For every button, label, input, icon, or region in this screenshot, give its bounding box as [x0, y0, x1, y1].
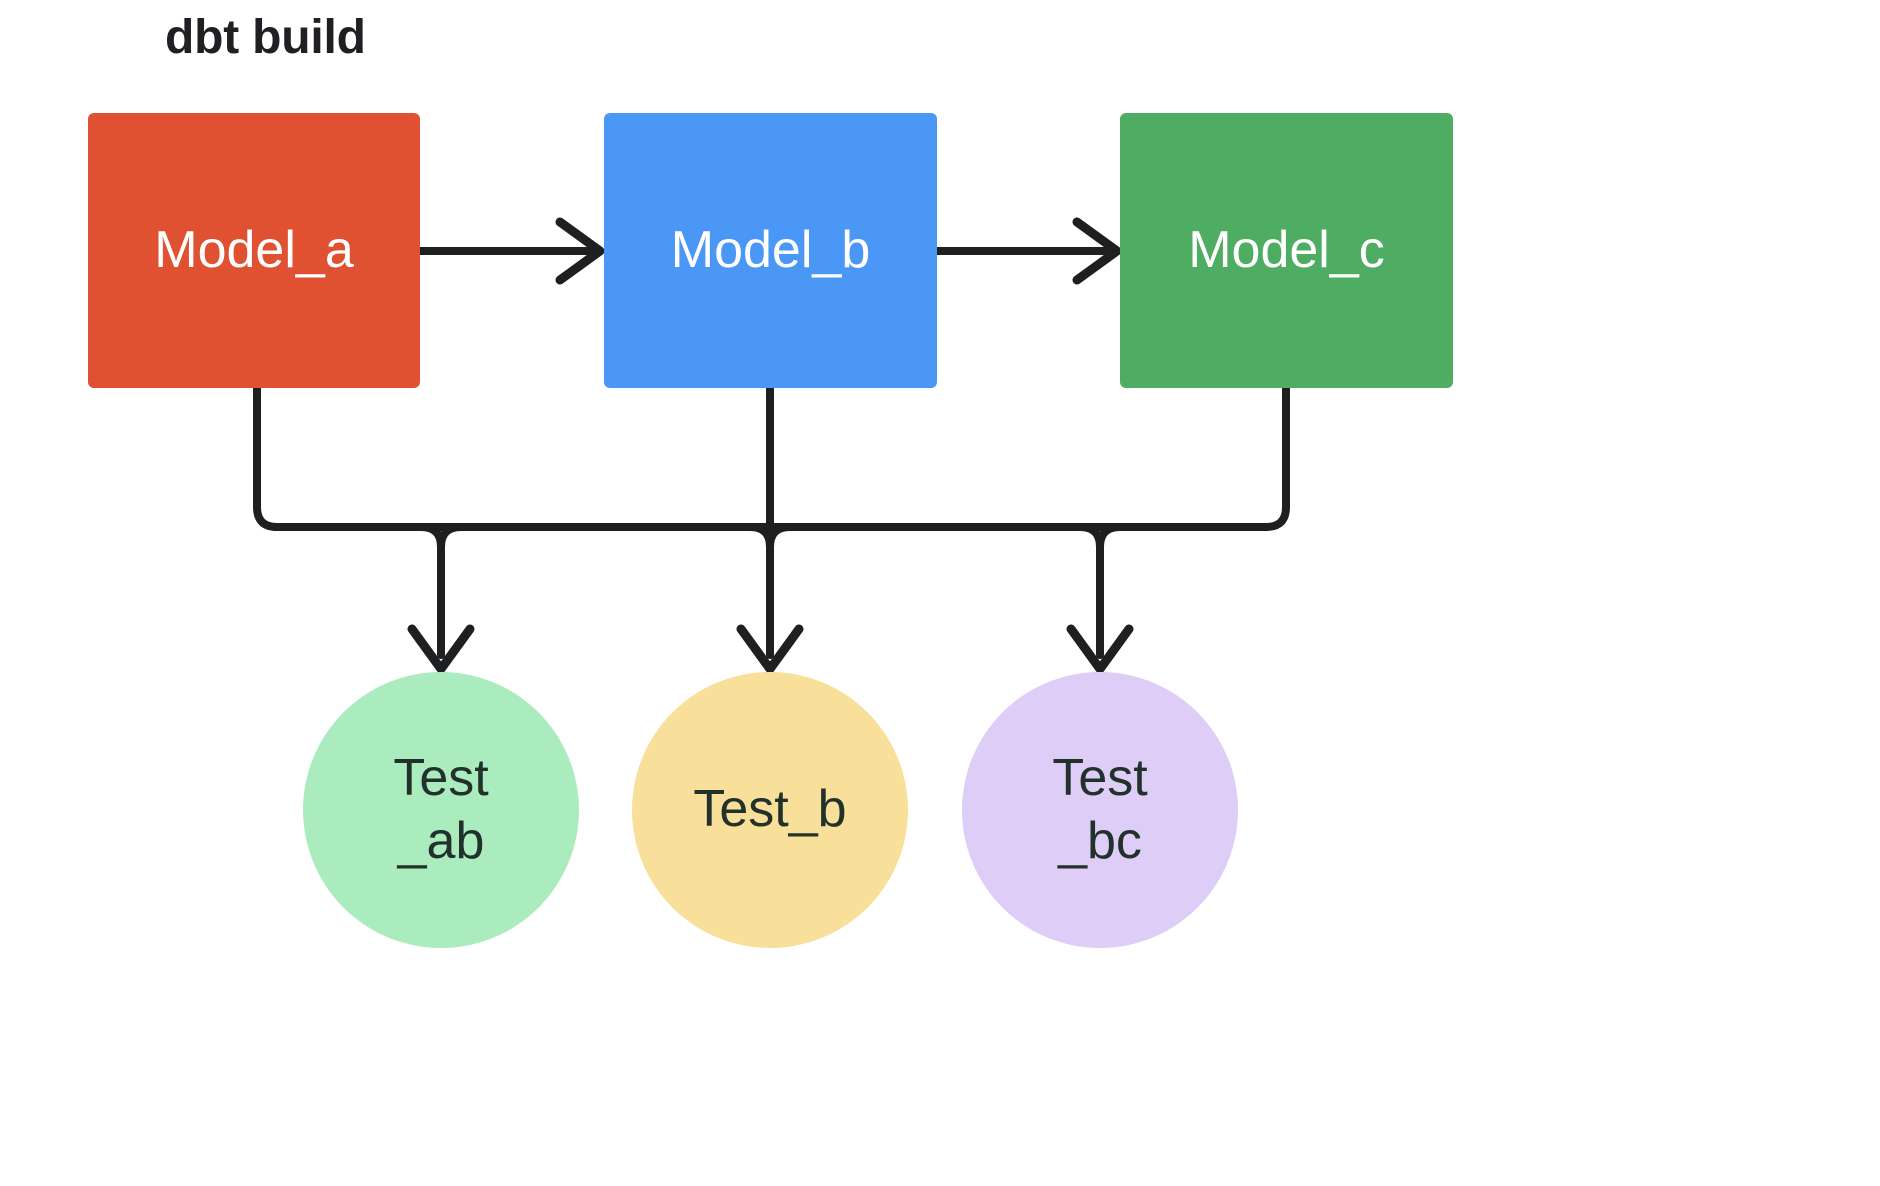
arrow-head-icon: [1066, 624, 1134, 674]
node-test-bc-label: Test _bc: [1052, 748, 1148, 870]
junction-curve: [1096, 523, 1124, 551]
edge-model-b-to-model-c: [933, 217, 1122, 285]
node-test-b-label: Test_b: [693, 780, 847, 839]
arrow-head-icon: [1072, 217, 1122, 285]
node-model-b[interactable]: Model_b: [604, 113, 937, 388]
node-test-b[interactable]: Test_b: [632, 672, 908, 948]
edge-line: [253, 384, 1270, 531]
node-test-bc[interactable]: Test _bc: [962, 672, 1238, 948]
node-model-a[interactable]: Model_a: [88, 113, 420, 388]
arrow-head-icon: [736, 624, 804, 674]
node-model-c-label: Model_c: [1188, 221, 1385, 280]
diagram-title: dbt build: [165, 11, 366, 64]
node-model-c[interactable]: Model_c: [1120, 113, 1453, 388]
edge-model-a-to-test-ab: [253, 384, 1270, 531]
edge-line: [1262, 384, 1290, 531]
junction-curve: [437, 523, 465, 551]
node-model-a-label: Model_a: [154, 221, 354, 280]
edge-model-c-to-test-bc: [1262, 384, 1290, 531]
edge-model-a-to-model-b: [416, 217, 605, 285]
node-model-b-label: Model_b: [670, 221, 871, 280]
node-test-ab-label: Test _ab: [393, 748, 489, 870]
junction-curve: [766, 523, 794, 551]
arrow-head-icon: [407, 624, 475, 674]
node-test-ab[interactable]: Test _ab: [303, 672, 579, 948]
bus-junction-decorations: [437, 523, 1124, 551]
arrow-head-icon: [555, 217, 605, 285]
edge-model-b-to-test-b: [736, 384, 804, 674]
